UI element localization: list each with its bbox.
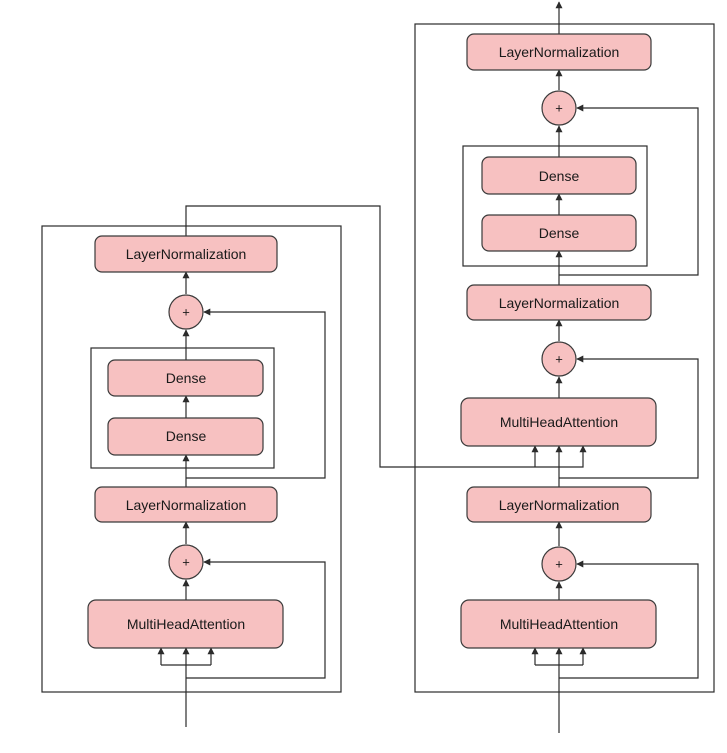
decoder-cross-attention-label: MultiHeadAttention [500, 414, 618, 430]
encoder-residual-1 [186, 558, 326, 679]
encoder-layer-norm-top-label: LayerNormalization [126, 246, 247, 262]
encoder-dense-group-frame [90, 347, 275, 469]
encoder-multi-head-attention: MultiHeadAttention [87, 599, 284, 649]
encoder-add-top-label: + [182, 305, 190, 320]
decoder-add-top: + [541, 90, 577, 126]
decoder-layer-norm-upper-mid: LayerNormalization [466, 284, 652, 321]
decoder-add-bottom-label: + [555, 557, 563, 572]
decoder-add-middle-label: + [555, 352, 563, 367]
encoder-layer-norm-mid: LayerNormalization [94, 486, 278, 523]
decoder-layer-norm-lower-mid-label: LayerNormalization [499, 497, 620, 513]
decoder-layer-norm-top-label: LayerNormalization [499, 44, 620, 60]
decoder-cross-attention: MultiHeadAttention [460, 397, 657, 447]
encoder-layer-norm-top: LayerNormalization [94, 235, 278, 273]
encoder-layer-norm-mid-label: LayerNormalization [126, 497, 247, 513]
decoder-add-bottom: + [541, 546, 577, 582]
decoder-add-middle: + [541, 341, 577, 377]
decoder-dense-lower: Dense [481, 214, 637, 252]
decoder-self-attention-label: MultiHeadAttention [500, 616, 618, 632]
encoder-frame [41, 225, 342, 693]
decoder-layer-norm-upper-mid-label: LayerNormalization [499, 295, 620, 311]
encoder-dense-lower-label: Dense [166, 428, 207, 444]
encoder-output-link [185, 205, 587, 468]
decoder-dense-upper-label: Dense [539, 168, 580, 184]
encoder-add-bottom-label: + [182, 555, 190, 570]
decoder-self-attention: MultiHeadAttention [460, 599, 657, 649]
decoder-dense-lower-label: Dense [539, 225, 580, 241]
decoder-residual-1 [559, 560, 699, 679]
encoder-add-top: + [168, 294, 204, 330]
decoder-residual-3 [559, 104, 699, 276]
encoder-dense-upper: Dense [107, 359, 264, 397]
decoder-add-top-label: + [555, 101, 563, 116]
decoder-residual-2 [559, 355, 699, 479]
decoder-dense-upper: Dense [481, 156, 637, 195]
decoder-layer-norm-top: LayerNormalization [466, 33, 652, 71]
encoder-multi-head-attention-label: MultiHeadAttention [127, 616, 245, 632]
decoder-frame [414, 23, 715, 693]
encoder-residual-2 [186, 308, 326, 479]
decoder-dense-group-frame [462, 145, 648, 267]
encoder-dense-upper-label: Dense [166, 370, 207, 386]
encoder-dense-lower: Dense [107, 417, 264, 456]
decoder-layer-norm-lower-mid: LayerNormalization [466, 486, 652, 523]
encoder-add-bottom: + [168, 544, 204, 580]
